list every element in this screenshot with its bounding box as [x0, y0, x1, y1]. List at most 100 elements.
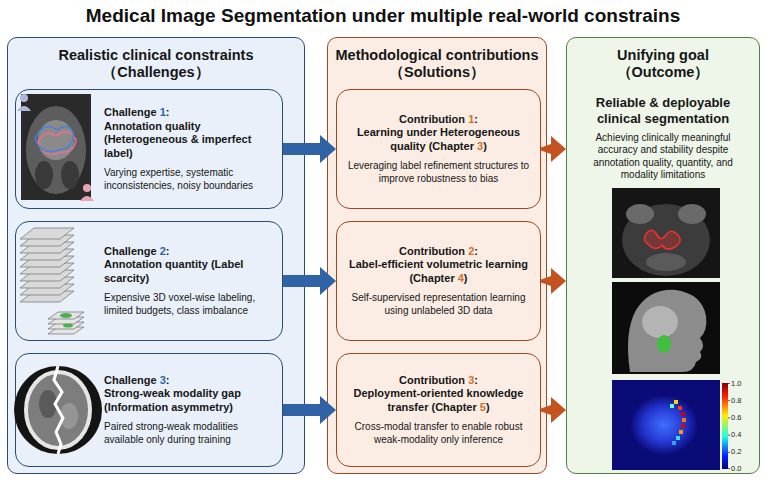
challenge-description: Varying expertise, systematic inconsiste… [104, 167, 276, 192]
mri-tissue [26, 106, 86, 194]
panel-heading: Methodological contributions [334, 47, 540, 64]
contribution-number: Contribution 1: [345, 113, 532, 127]
contribution-title: Label-efficient volumetric learning (Cha… [345, 258, 532, 285]
tick [728, 468, 730, 469]
heat-spot [672, 441, 676, 445]
mri-tissue [678, 204, 706, 224]
mri-result [612, 188, 720, 278]
highlight-number: 3 [468, 374, 474, 386]
ct-tissue [642, 306, 678, 338]
challenge-number: Challenge 2: [104, 245, 276, 259]
outcome-arrow [541, 136, 566, 162]
panel-subheading: （Challenges） [14, 64, 298, 81]
tick [728, 417, 730, 418]
diagram-title: Medical Image Segmentation under multipl… [86, 5, 680, 26]
challenge-title: Annotation quantity (Label scarcity) [104, 258, 276, 285]
mri-tissue [35, 161, 53, 189]
labeled-stack [48, 312, 84, 334]
challenge-title: Strong-weak modality gap (Information as… [104, 387, 276, 414]
label-blob [60, 313, 72, 318]
colorbar [722, 383, 728, 469]
mri-image [21, 94, 91, 200]
title-area: Medical Image Segmentation under multipl… [0, 5, 766, 27]
goal-description: Achieving clinically meaningful accuracy… [575, 132, 751, 181]
annotator-icon [20, 94, 28, 102]
colorbar-tick-label: 0.2 [731, 447, 741, 456]
colorbar-tick-label: 1.0 [731, 379, 741, 388]
colorbar-tick-label: 0.4 [731, 430, 741, 439]
challenge-title: Annotation quality (Heterogeneous & impe… [104, 120, 276, 161]
annotator-icon [83, 184, 91, 192]
highlight-number: 1 [160, 106, 166, 118]
contribution-box: Contribution 2:Label-efficient volumetri… [336, 221, 541, 341]
panel-heading: Unifying goal [575, 47, 751, 64]
slice [48, 312, 84, 319]
annotator-icon [80, 196, 94, 201]
heat-spot [678, 406, 682, 410]
heat-spot [681, 424, 685, 428]
contribution-title: Deployment-oriented knowledge transfer (… [345, 387, 532, 414]
heat-spot [682, 418, 686, 422]
colorbar-tick-label: 0.6 [731, 413, 741, 422]
solution-arrow [283, 267, 336, 295]
mri-tissue [626, 204, 654, 224]
column-panel: Methodological contributions（Solutions） C… [327, 37, 547, 474]
heat-spot [679, 430, 683, 434]
solution-arrow [283, 135, 336, 163]
contribution-description: Leveraging label refinement structures t… [345, 160, 532, 185]
colorbar-tick-label: 0.8 [731, 396, 741, 405]
heatmap-glow [630, 395, 698, 455]
outcome-arrow [541, 268, 566, 294]
contribution-number: Contribution 2: [345, 245, 532, 259]
ct-image [14, 366, 102, 454]
mri-tissue [646, 253, 686, 271]
panel-subheading: （Solutions） [334, 64, 540, 81]
heatmap [612, 380, 720, 470]
tick [728, 383, 730, 384]
panel-heading: Realistic clinical constraints [14, 47, 298, 64]
contribution-title: Learning under Heterogeneous quality (Ch… [345, 126, 532, 153]
highlight-number: 3 [477, 140, 483, 152]
ct-result [612, 282, 720, 374]
segmentation-mask [657, 335, 671, 353]
mri-tissue [622, 204, 710, 276]
heat-spot [676, 436, 680, 440]
challenge-number: Challenge 3: [104, 374, 276, 388]
challenge-description: Expensive 3D voxel-wise labeling, limite… [104, 292, 276, 317]
tick [728, 400, 730, 401]
heat-spot [670, 404, 674, 408]
colorbar-tick-label: 0.0 [731, 464, 741, 473]
goal-title: Reliable & deployable clinical segmentat… [575, 95, 751, 126]
blue-contour [35, 126, 73, 151]
heat-spot [674, 400, 678, 404]
colorbar-ticks [728, 384, 730, 469]
highlight-number: 2 [160, 245, 166, 257]
contribution-box: Contribution 3:Deployment-oriented knowl… [336, 353, 541, 467]
contribution-description: Self-supervised representation learning … [345, 292, 532, 317]
contribution-number: Contribution 3: [345, 374, 532, 388]
highlight-number: 4 [458, 272, 464, 284]
outcome-arrow [541, 397, 566, 423]
tick [728, 435, 730, 436]
highlight-number: 2 [468, 245, 474, 257]
contribution-box: Contribution 1:Learning under Heterogene… [336, 89, 541, 209]
highlight-number: 5 [480, 401, 486, 413]
segmentation-mask [645, 230, 681, 249]
modality-crack [54, 366, 63, 454]
slice-stack [20, 228, 74, 302]
contribution-description: Cross-modal transfer to enable robust we… [345, 421, 532, 446]
challenge-number: Challenge 1: [104, 106, 276, 120]
highlight-number: 1 [468, 113, 474, 125]
challenge-description: Paired strong-weak modalities available … [104, 421, 276, 446]
label-blob [63, 324, 73, 328]
tick [728, 452, 730, 453]
highlight-number: 3 [160, 374, 166, 386]
heat-spot [681, 412, 685, 416]
mri-tissue [61, 161, 79, 189]
solution-arrow [283, 396, 336, 424]
head-profile [628, 290, 706, 372]
slice [20, 228, 74, 239]
annotator-icon [17, 106, 31, 111]
panel-subheading: （Outcome） [575, 64, 751, 81]
